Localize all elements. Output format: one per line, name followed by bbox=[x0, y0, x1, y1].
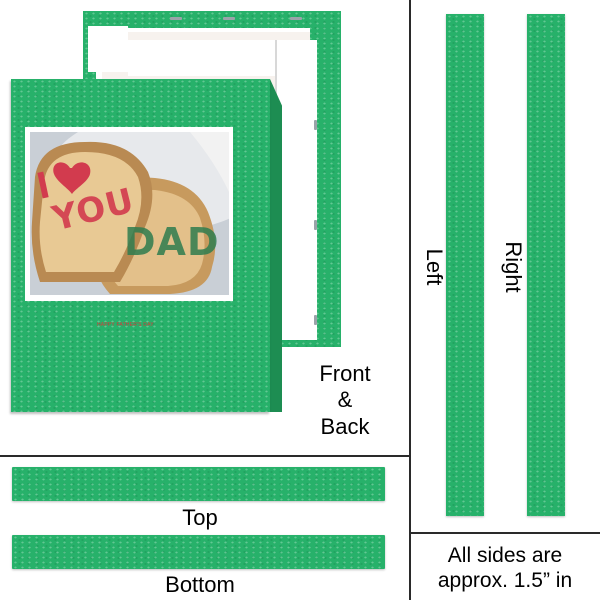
top-label: Top bbox=[182, 505, 218, 530]
top-side-strip bbox=[12, 467, 385, 501]
divider-horizontal-left bbox=[0, 455, 410, 457]
front-caption: HAPPY FATHER'S DAY bbox=[97, 322, 154, 328]
sides-note: All sides are approx. 1.5” in bbox=[412, 543, 598, 593]
back-canvas-stretcher-bar bbox=[128, 40, 288, 76]
divider-vertical bbox=[409, 0, 411, 600]
divider-horizontal-right bbox=[410, 532, 600, 534]
toast-photo-image bbox=[30, 132, 229, 295]
ampersand-label: & bbox=[337, 387, 353, 413]
bottom-side-strip bbox=[12, 535, 385, 569]
photo-dad-text: DAD bbox=[124, 220, 220, 264]
sides-note-line1: All sides are bbox=[447, 544, 563, 567]
front-canvas-side bbox=[270, 79, 282, 412]
back-staple bbox=[314, 315, 317, 325]
sides-note-line2: approx. 1.5” in bbox=[437, 569, 573, 593]
left-label: Left bbox=[422, 248, 447, 286]
back-staple bbox=[170, 17, 182, 20]
bottom-label: Bottom bbox=[165, 572, 235, 597]
back-staple bbox=[314, 220, 317, 230]
front-back-label: Front & Back bbox=[310, 361, 380, 440]
back-staple bbox=[290, 17, 302, 20]
back-staple bbox=[223, 17, 235, 20]
front-label: Front bbox=[319, 361, 371, 386]
right-label: Right bbox=[501, 241, 526, 293]
back-canvas-corner-fold bbox=[88, 26, 128, 72]
left-side-strip bbox=[446, 14, 484, 516]
back-label: Back bbox=[320, 413, 370, 439]
back-staple bbox=[314, 120, 317, 130]
right-side-strip bbox=[527, 14, 565, 516]
toast-photo: YOU DAD bbox=[30, 132, 229, 295]
